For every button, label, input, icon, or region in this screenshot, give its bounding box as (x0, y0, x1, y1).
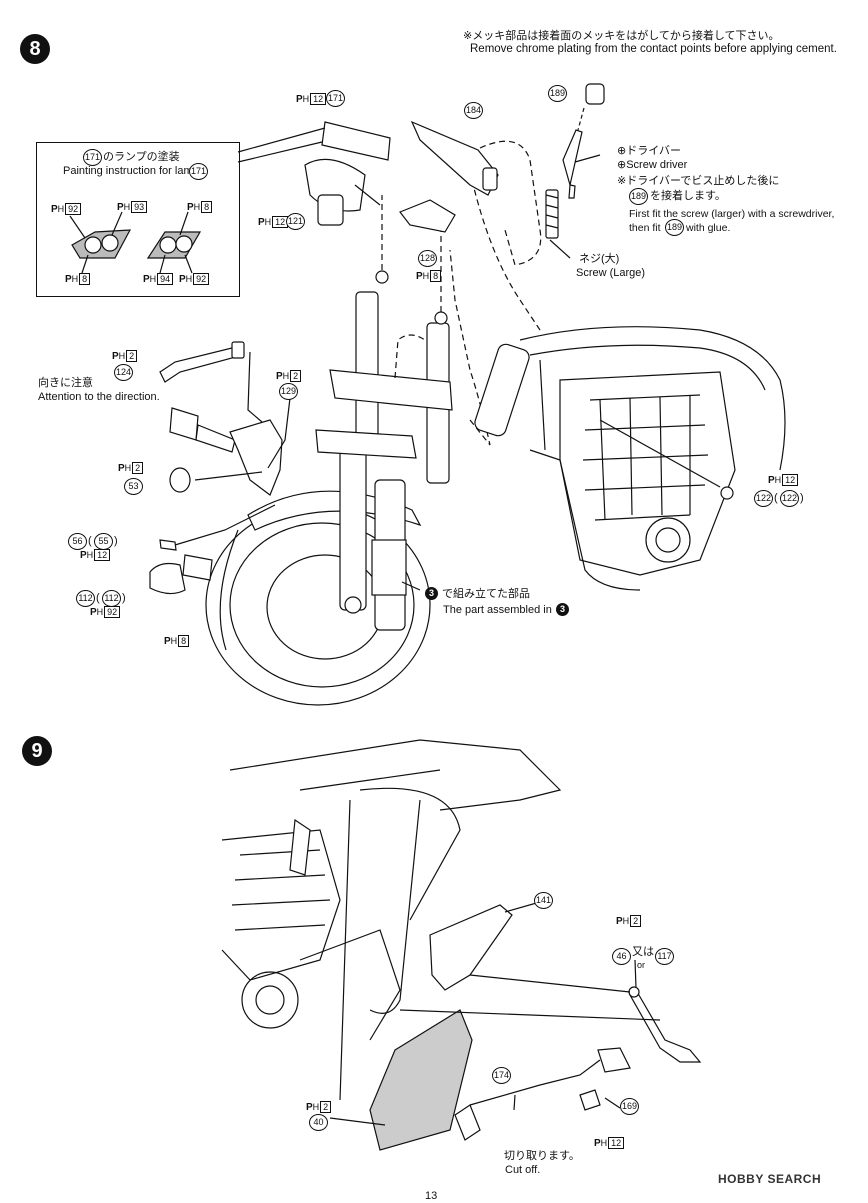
part-number: 141 (534, 892, 554, 909)
headlight-parts (304, 120, 499, 233)
part-number: 189 (629, 188, 649, 205)
step-ref-3: 3 (556, 603, 569, 616)
or-jp: 又は (632, 946, 654, 958)
paren-close: ) (800, 492, 804, 504)
screw-note-jp2: を接着します。 (650, 190, 726, 202)
part-number: 171 (189, 163, 209, 180)
part-number: 121 (286, 213, 306, 230)
part-number: 53 (124, 478, 143, 495)
direction-note-jp: 向きに注意 (38, 377, 93, 389)
cut-note-jp: 切り取ります。 (504, 1150, 580, 1162)
front-fork-drawing (315, 270, 453, 631)
part-number: 46 (612, 948, 631, 965)
arrows-step9 (399, 974, 661, 1111)
assembled-note-en: The part assembled in (443, 604, 552, 616)
turn-signal-parts (149, 341, 283, 595)
part-number: 169 (620, 1098, 640, 1115)
step-number-8: 8 (20, 34, 50, 64)
inset-title-en: Painting instruction for lamp (63, 165, 199, 177)
screw-note-en1: First fit the screw (larger) with a scre… (629, 208, 835, 220)
part-number: 128 (418, 250, 438, 267)
screwdriver-drawing (545, 83, 605, 239)
screw-label-en: Screw (Large) (576, 267, 646, 279)
part-number: 189 (665, 219, 685, 236)
paren-open: ( (96, 592, 100, 604)
part-number: 171 (326, 90, 346, 107)
part-number: 122 (780, 490, 800, 507)
part-number: 40 (309, 1114, 328, 1131)
direction-note-en: Attention to the direction. (38, 391, 160, 403)
part-number: 184 (464, 102, 484, 119)
screw-note-jp1: ※ドライバーでビス止めした後に (617, 175, 780, 187)
assembled-note-jp: で組み立てた部品 (442, 588, 530, 600)
cut-note-en: Cut off. (505, 1164, 541, 1176)
inset-title-jp: のランプの塗装 (103, 151, 180, 163)
chrome-note-en: Remove chrome plating from the contact p… (470, 43, 837, 55)
paren-close: ) (122, 592, 126, 604)
paren-open: ( (88, 535, 92, 547)
or-en: or (637, 960, 646, 970)
chrome-note-jp: ※メッキ部品は接着面のメッキをはがしてから接着して下さい。 (463, 30, 780, 42)
part-number: 56 (68, 533, 87, 550)
page-number: 13 (425, 1190, 438, 1202)
screw-note-en2-post: with glue. (686, 222, 731, 234)
arrows-step8 (174, 184, 721, 546)
paren-open: ( (774, 492, 778, 504)
screwdriver-label-jp: ⊕ドライバー (617, 145, 681, 157)
footpeg-parts (369, 904, 702, 1151)
part-number: 112 (102, 590, 121, 607)
part-number: 171 (83, 149, 103, 166)
rear-frame-drawing (221, 739, 562, 1101)
screw-note-en2-pre: then fit (629, 222, 661, 234)
part-number: 189 (548, 85, 568, 102)
part-number: 129 (279, 383, 299, 400)
step-ref-3: 3 (425, 587, 438, 600)
part-number: 122 (754, 490, 774, 507)
watermark-logo: HOBBY SEARCH (718, 1172, 822, 1186)
engine-frame-drawing (474, 326, 786, 591)
paren-close: ) (114, 535, 118, 547)
screw-label-jp: ネジ(大) (579, 253, 620, 265)
inset-leaders (69, 127, 326, 274)
screwdriver-label-en: ⊕Screw driver (617, 159, 688, 171)
lamp-painting-inset: 171 のランプの塗装 Painting instruction for lam… (36, 142, 240, 297)
part-number: 124 (114, 364, 134, 381)
part-number: 55 (94, 533, 113, 550)
part-number: 112 (76, 590, 95, 607)
inset-lamp-lenses (84, 234, 193, 254)
part-number: 174 (492, 1067, 512, 1084)
part-number: 117 (655, 948, 674, 965)
step-number-9: 9 (22, 736, 52, 766)
